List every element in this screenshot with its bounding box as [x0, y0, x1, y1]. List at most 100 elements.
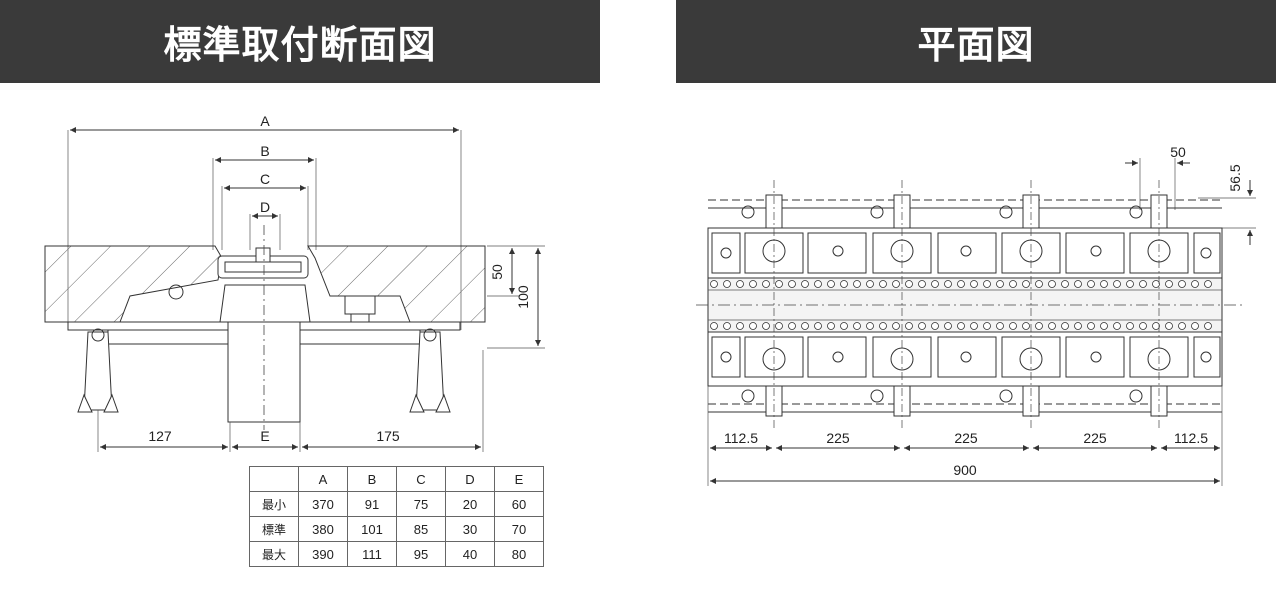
chain-link [905, 322, 913, 330]
spec-cell: 85 [396, 516, 446, 542]
dim-seg-4: 225 [1083, 430, 1107, 446]
chain-link [1126, 280, 1134, 288]
chain-link [892, 280, 900, 288]
spec-row-label: 最小 [249, 491, 299, 517]
dim-height-50: 50 [489, 264, 505, 280]
chain-link [931, 322, 939, 330]
chain-link [814, 280, 822, 288]
spec-row-label: 標準 [249, 516, 299, 542]
dim-seg-5: 112.5 [1174, 430, 1208, 446]
chain-link [1139, 280, 1147, 288]
chain-link [1048, 280, 1056, 288]
chain-link [1061, 280, 1069, 288]
chain-link [1178, 280, 1186, 288]
chain-link [996, 322, 1004, 330]
chain-link [736, 322, 744, 330]
chain-link [788, 280, 796, 288]
plan-view-title: 平面図 [676, 0, 1276, 83]
chain-link [866, 280, 874, 288]
spec-col-header: B [347, 466, 397, 492]
table-row: 最大 390 111 95 40 80 [249, 541, 544, 567]
spec-cell: 390 [298, 541, 348, 567]
dim-seg-2: 225 [826, 430, 850, 446]
chain-link [736, 280, 744, 288]
spec-cell: 20 [445, 491, 495, 517]
chain-link [762, 280, 770, 288]
chain-link [762, 322, 770, 330]
spec-col-header: C [396, 466, 446, 492]
chain-link [1152, 322, 1160, 330]
chain-link [1204, 322, 1212, 330]
chain-link [1048, 322, 1056, 330]
chain-link [892, 322, 900, 330]
spec-cell: 75 [396, 491, 446, 517]
chain-link [1113, 280, 1121, 288]
chain-link [775, 280, 783, 288]
chain-link [801, 322, 809, 330]
dim-plan-50: 50 [1170, 144, 1186, 160]
spec-col-header [249, 466, 299, 492]
chain-link [1126, 322, 1134, 330]
chain-link [970, 280, 978, 288]
chain-link [1061, 322, 1069, 330]
spec-cell: 370 [298, 491, 348, 517]
chain-link [983, 322, 991, 330]
spec-cell: 101 [347, 516, 397, 542]
chain-link [788, 322, 796, 330]
chain-link [944, 322, 952, 330]
chain-link [970, 322, 978, 330]
dim-offset-127: 127 [148, 428, 172, 444]
spec-table-header-row: A B C D E [249, 466, 544, 492]
spec-cell: 70 [494, 516, 544, 542]
chain-link [1035, 322, 1043, 330]
table-row: 標準 380 101 85 30 70 [249, 516, 544, 542]
chain-links [710, 280, 1212, 330]
chain-link [1087, 280, 1095, 288]
chain-link [1035, 280, 1043, 288]
chain-link [957, 280, 965, 288]
chain-link [710, 280, 718, 288]
chain-link [710, 322, 718, 330]
dim-label-d: D [260, 199, 270, 215]
chain-link [723, 280, 731, 288]
chain-link [996, 280, 1004, 288]
spec-cell: 30 [445, 516, 495, 542]
table-row: 最小 370 91 75 20 60 [249, 491, 544, 517]
plan-view: 50 56.5 [696, 144, 1256, 486]
chain-link [1204, 280, 1212, 288]
chain-link [1113, 322, 1121, 330]
chain-link [931, 280, 939, 288]
chain-link [1165, 280, 1173, 288]
spec-col-header: A [298, 466, 348, 492]
chain-link [853, 280, 861, 288]
chain-link [801, 280, 809, 288]
chain-link [1022, 280, 1030, 288]
chain-link [827, 280, 835, 288]
spec-cell: 80 [494, 541, 544, 567]
chain-link [918, 280, 926, 288]
dim-seg-1: 112.5 [724, 430, 758, 446]
chain-link [866, 322, 874, 330]
spec-cell: 91 [347, 491, 397, 517]
dim-label-e: E [260, 428, 269, 444]
dimension-spec-table: A B C D E 最小 370 91 75 20 60 標準 380 101 … [249, 466, 544, 567]
chain-link [1100, 280, 1108, 288]
dim-label-c: C [260, 171, 270, 187]
chain-link [1074, 280, 1082, 288]
chain-link [879, 322, 887, 330]
chain-link [879, 280, 887, 288]
spec-cell: 60 [494, 491, 544, 517]
chain-link [775, 322, 783, 330]
chain-link [1165, 322, 1173, 330]
chain-link [905, 280, 913, 288]
chain-link [1087, 322, 1095, 330]
dim-height-100: 100 [515, 285, 531, 309]
chain-link [944, 280, 952, 288]
dim-label-b: B [260, 143, 269, 159]
chain-link [1152, 280, 1160, 288]
section-view: A B C D [44, 113, 545, 452]
chain-link [983, 280, 991, 288]
spec-cell: 40 [445, 541, 495, 567]
chain-link [827, 322, 835, 330]
